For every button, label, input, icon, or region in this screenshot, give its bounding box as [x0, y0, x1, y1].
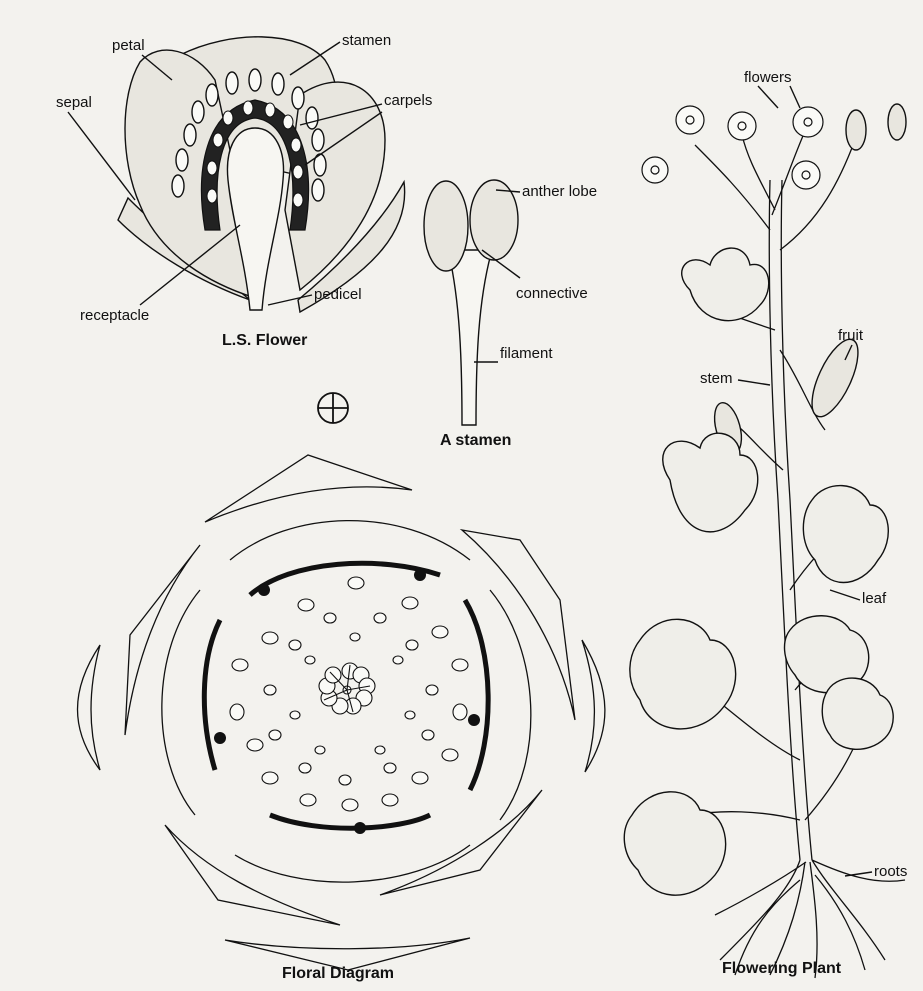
label-connective: connective: [516, 285, 588, 302]
label-stem: stem: [700, 370, 733, 387]
filament-shape: [448, 250, 492, 425]
flowers-pointer-2: [790, 86, 800, 108]
floral-diagram: [78, 455, 605, 970]
plant-leaf-1: [682, 248, 769, 321]
fd-sepal-bottomleft: [165, 825, 340, 925]
fd-nectary-dot-3: [468, 714, 480, 726]
label-receptacle: receptacle: [80, 307, 149, 324]
plant-leaf-7: [624, 792, 725, 895]
fd-nectary-dot-1: [258, 584, 270, 596]
fd-nectary-dot-4: [354, 822, 366, 834]
plant-bud-1: [846, 110, 866, 150]
label-anther-lobe: anther lobe: [522, 183, 597, 200]
label-carpels: carpels: [384, 92, 432, 109]
anther-lobe-right: [470, 180, 518, 260]
flowers-pointer-1: [758, 86, 778, 108]
label-stamen: stamen: [342, 32, 391, 49]
fd-sepal-bottomright: [380, 790, 542, 895]
plant-leaf-2: [663, 433, 758, 532]
fd-petal-arc-1: [230, 521, 470, 560]
stamen-illustration: [424, 180, 518, 425]
plant-bud-2: [888, 104, 906, 140]
label-roots: roots: [874, 863, 907, 880]
label-fruit: fruit: [838, 327, 864, 344]
label-pedicel: pedicel: [314, 286, 362, 303]
caption-flowering-plant: Flowering Plant: [722, 960, 842, 977]
fd-bracteole-left: [78, 645, 101, 770]
fd-androecium-arc-3: [270, 815, 430, 828]
label-petal: petal: [112, 37, 145, 54]
fd-petal-arc-2: [490, 590, 531, 820]
fd-androecium-arc-1: [250, 563, 440, 595]
fd-nectary-dot-2: [414, 569, 426, 581]
fd-sepal-top: [205, 455, 412, 522]
plant-fruit-1: [803, 333, 868, 423]
fd-androecium-arc-2: [465, 600, 488, 790]
anther-lobe-left: [424, 181, 468, 271]
actinomorphic-symbol: [318, 393, 348, 423]
fd-nectary-dot-5: [214, 732, 226, 744]
plant-leaf-6: [822, 678, 893, 749]
plant-leaf-4: [630, 619, 736, 729]
plant-leaf-3: [803, 486, 888, 583]
caption-ls-flower: L.S. Flower: [222, 332, 307, 349]
leaf-pointer: [830, 590, 860, 600]
label-filament: filament: [500, 345, 553, 362]
fd-petal-arc-3: [235, 845, 470, 882]
caption-floral-diagram: Floral Diagram: [282, 965, 394, 982]
flowering-plant-illustration: [624, 104, 906, 978]
fd-petal-arc-4: [162, 590, 200, 815]
ls-flower-illustration: [118, 37, 405, 312]
fd-carpel-rosette: [319, 663, 375, 714]
caption-a-stamen: A stamen: [440, 432, 511, 449]
stem-pointer: [738, 380, 770, 385]
fd-bracteole-right: [582, 640, 605, 772]
label-leaf: leaf: [862, 590, 887, 607]
label-flowers: flowers: [744, 69, 792, 86]
label-sepal: sepal: [56, 94, 92, 111]
fd-androecium-arc-4: [204, 620, 220, 770]
plant-flowers: [642, 106, 823, 189]
